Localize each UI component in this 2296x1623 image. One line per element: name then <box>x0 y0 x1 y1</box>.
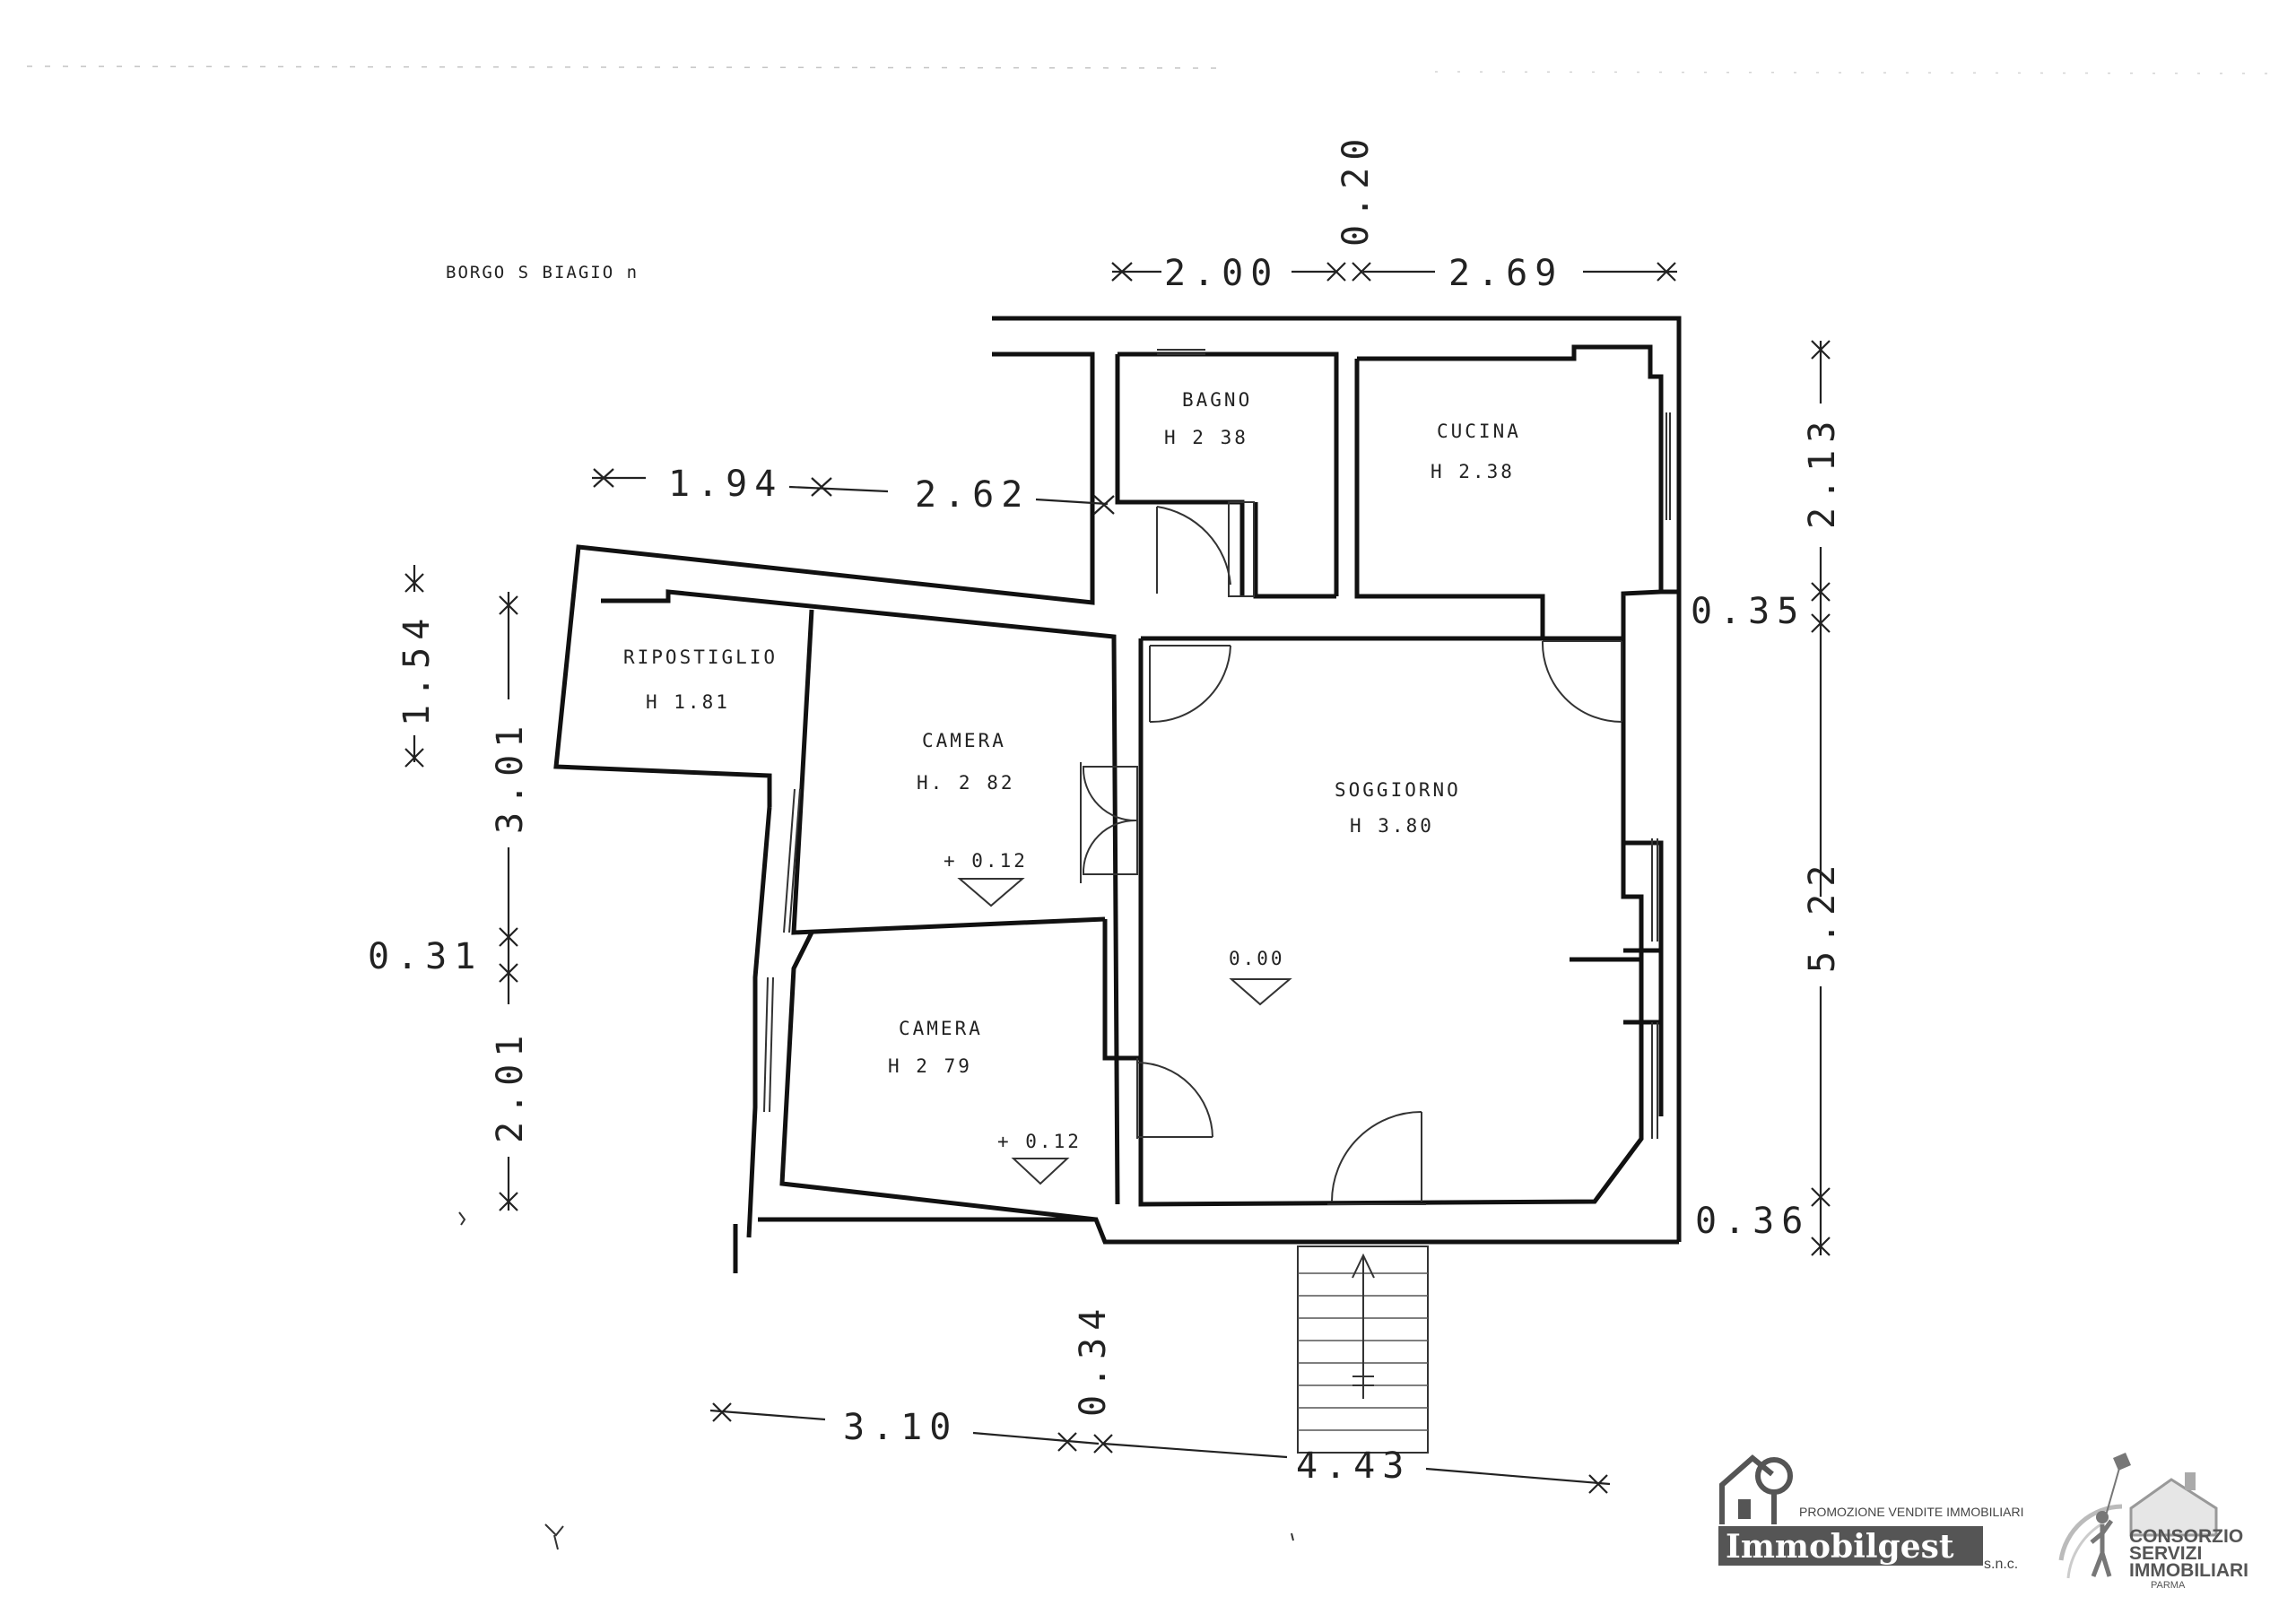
consorzio-logo: CONSORZIO SERVIZI IMMOBILIARI PARMA <box>2050 1453 2274 1596</box>
house-magnifier-icon <box>1719 1454 1793 1524</box>
scan-noise <box>26 65 2279 74</box>
dim-bottom-right: 4.43 <box>1296 1445 1411 1487</box>
level-triangle-icon <box>957 878 1025 907</box>
consorzio-line1: CONSORZIO <box>2129 1526 2244 1547</box>
dim-right-top: 2.13 <box>1802 414 1843 529</box>
dim-bottom-wall: 0.34 <box>1073 1302 1114 1417</box>
dim-top-wall: 0.20 <box>1335 132 1377 247</box>
dim-mid-right: 2.62 <box>915 474 1030 516</box>
level-triangle-icon <box>1229 978 1292 1006</box>
dim-top-left: 2.00 <box>1164 253 1279 294</box>
room-bagno-height: H 2 38 <box>1164 427 1248 448</box>
dim-bottom-left: 3.10 <box>843 1407 958 1448</box>
figure-kite-house-icon <box>2058 1453 2218 1579</box>
entrance-stairs <box>1297 1245 1429 1454</box>
consorzio-city: PARMA <box>2151 1580 2186 1591</box>
dim-left-wall: 0.31 <box>368 936 483 977</box>
dimension-labels: 0.20 2.00 2.69 1.94 2.62 2.13 0.35 5.22 … <box>368 132 1843 1487</box>
room-ripostiglio-name: RIPOSTIGLIO <box>623 647 778 668</box>
dim-left-top: 1.54 <box>396 612 438 726</box>
immobilgest-name-bar <box>1718 1526 1983 1566</box>
consorzio-line2: SERVIZI <box>2129 1543 2203 1564</box>
level-triangle-icon <box>1011 1158 1070 1185</box>
room-bagno-name: BAGNO <box>1182 389 1252 411</box>
windows <box>763 349 1671 1139</box>
room-ripostiglio-height: H 1.81 <box>646 691 730 713</box>
level-markers: + 0.12 0.00 + 0.12 <box>944 850 1292 1185</box>
dim-left-main: 3.01 <box>490 719 531 834</box>
consorzio-line3: IMMOBILIARI <box>2129 1560 2248 1581</box>
dimension-lines <box>404 262 1831 1494</box>
dim-mid-left: 1.94 <box>668 464 783 505</box>
immobilgest-tagline: PROMOZIONE VENDITE IMMOBILIARI <box>1799 1505 2024 1519</box>
level-soggiorno: 0.00 <box>1229 948 1285 969</box>
doors <box>1080 501 1622 1205</box>
level-camera2: + 0.12 <box>997 1131 1082 1152</box>
room-labels: BAGNO H 2 38 CUCINA H 2.38 RIPOSTIGLIO H… <box>623 389 1521 1077</box>
immobilgest-suffix: s.n.c. <box>1984 1557 2019 1572</box>
dim-right-wall-bottom: 0.36 <box>1695 1201 1810 1242</box>
room-camera2-height: H 2 79 <box>888 1055 972 1077</box>
dim-top-right: 2.69 <box>1448 253 1563 294</box>
stray-marks <box>458 1211 1294 1550</box>
immobilgest-name: Immobilgest <box>1726 1528 1954 1566</box>
dim-left-bottom: 2.01 <box>490 1028 531 1143</box>
room-soggiorno-height: H 3.80 <box>1350 815 1434 837</box>
dim-right-main: 5.22 <box>1802 858 1843 973</box>
room-camera2-name: CAMERA <box>899 1018 983 1039</box>
walls <box>553 316 1682 1273</box>
level-camera1: + 0.12 <box>944 850 1028 872</box>
room-cucina-height: H 2.38 <box>1431 461 1515 482</box>
room-soggiorno-name: SOGGIORNO <box>1335 779 1461 801</box>
street-label: BORGO S BIAGIO n <box>446 263 639 282</box>
immobilgest-logo: PROMOZIONE VENDITE IMMOBILIARI Immobilge… <box>1713 1453 2036 1578</box>
room-cucina-name: CUCINA <box>1437 421 1521 442</box>
room-camera1-height: H. 2 82 <box>917 772 1015 794</box>
room-camera1-name: CAMERA <box>922 730 1006 751</box>
dim-right-wall-top: 0.35 <box>1691 591 1805 632</box>
